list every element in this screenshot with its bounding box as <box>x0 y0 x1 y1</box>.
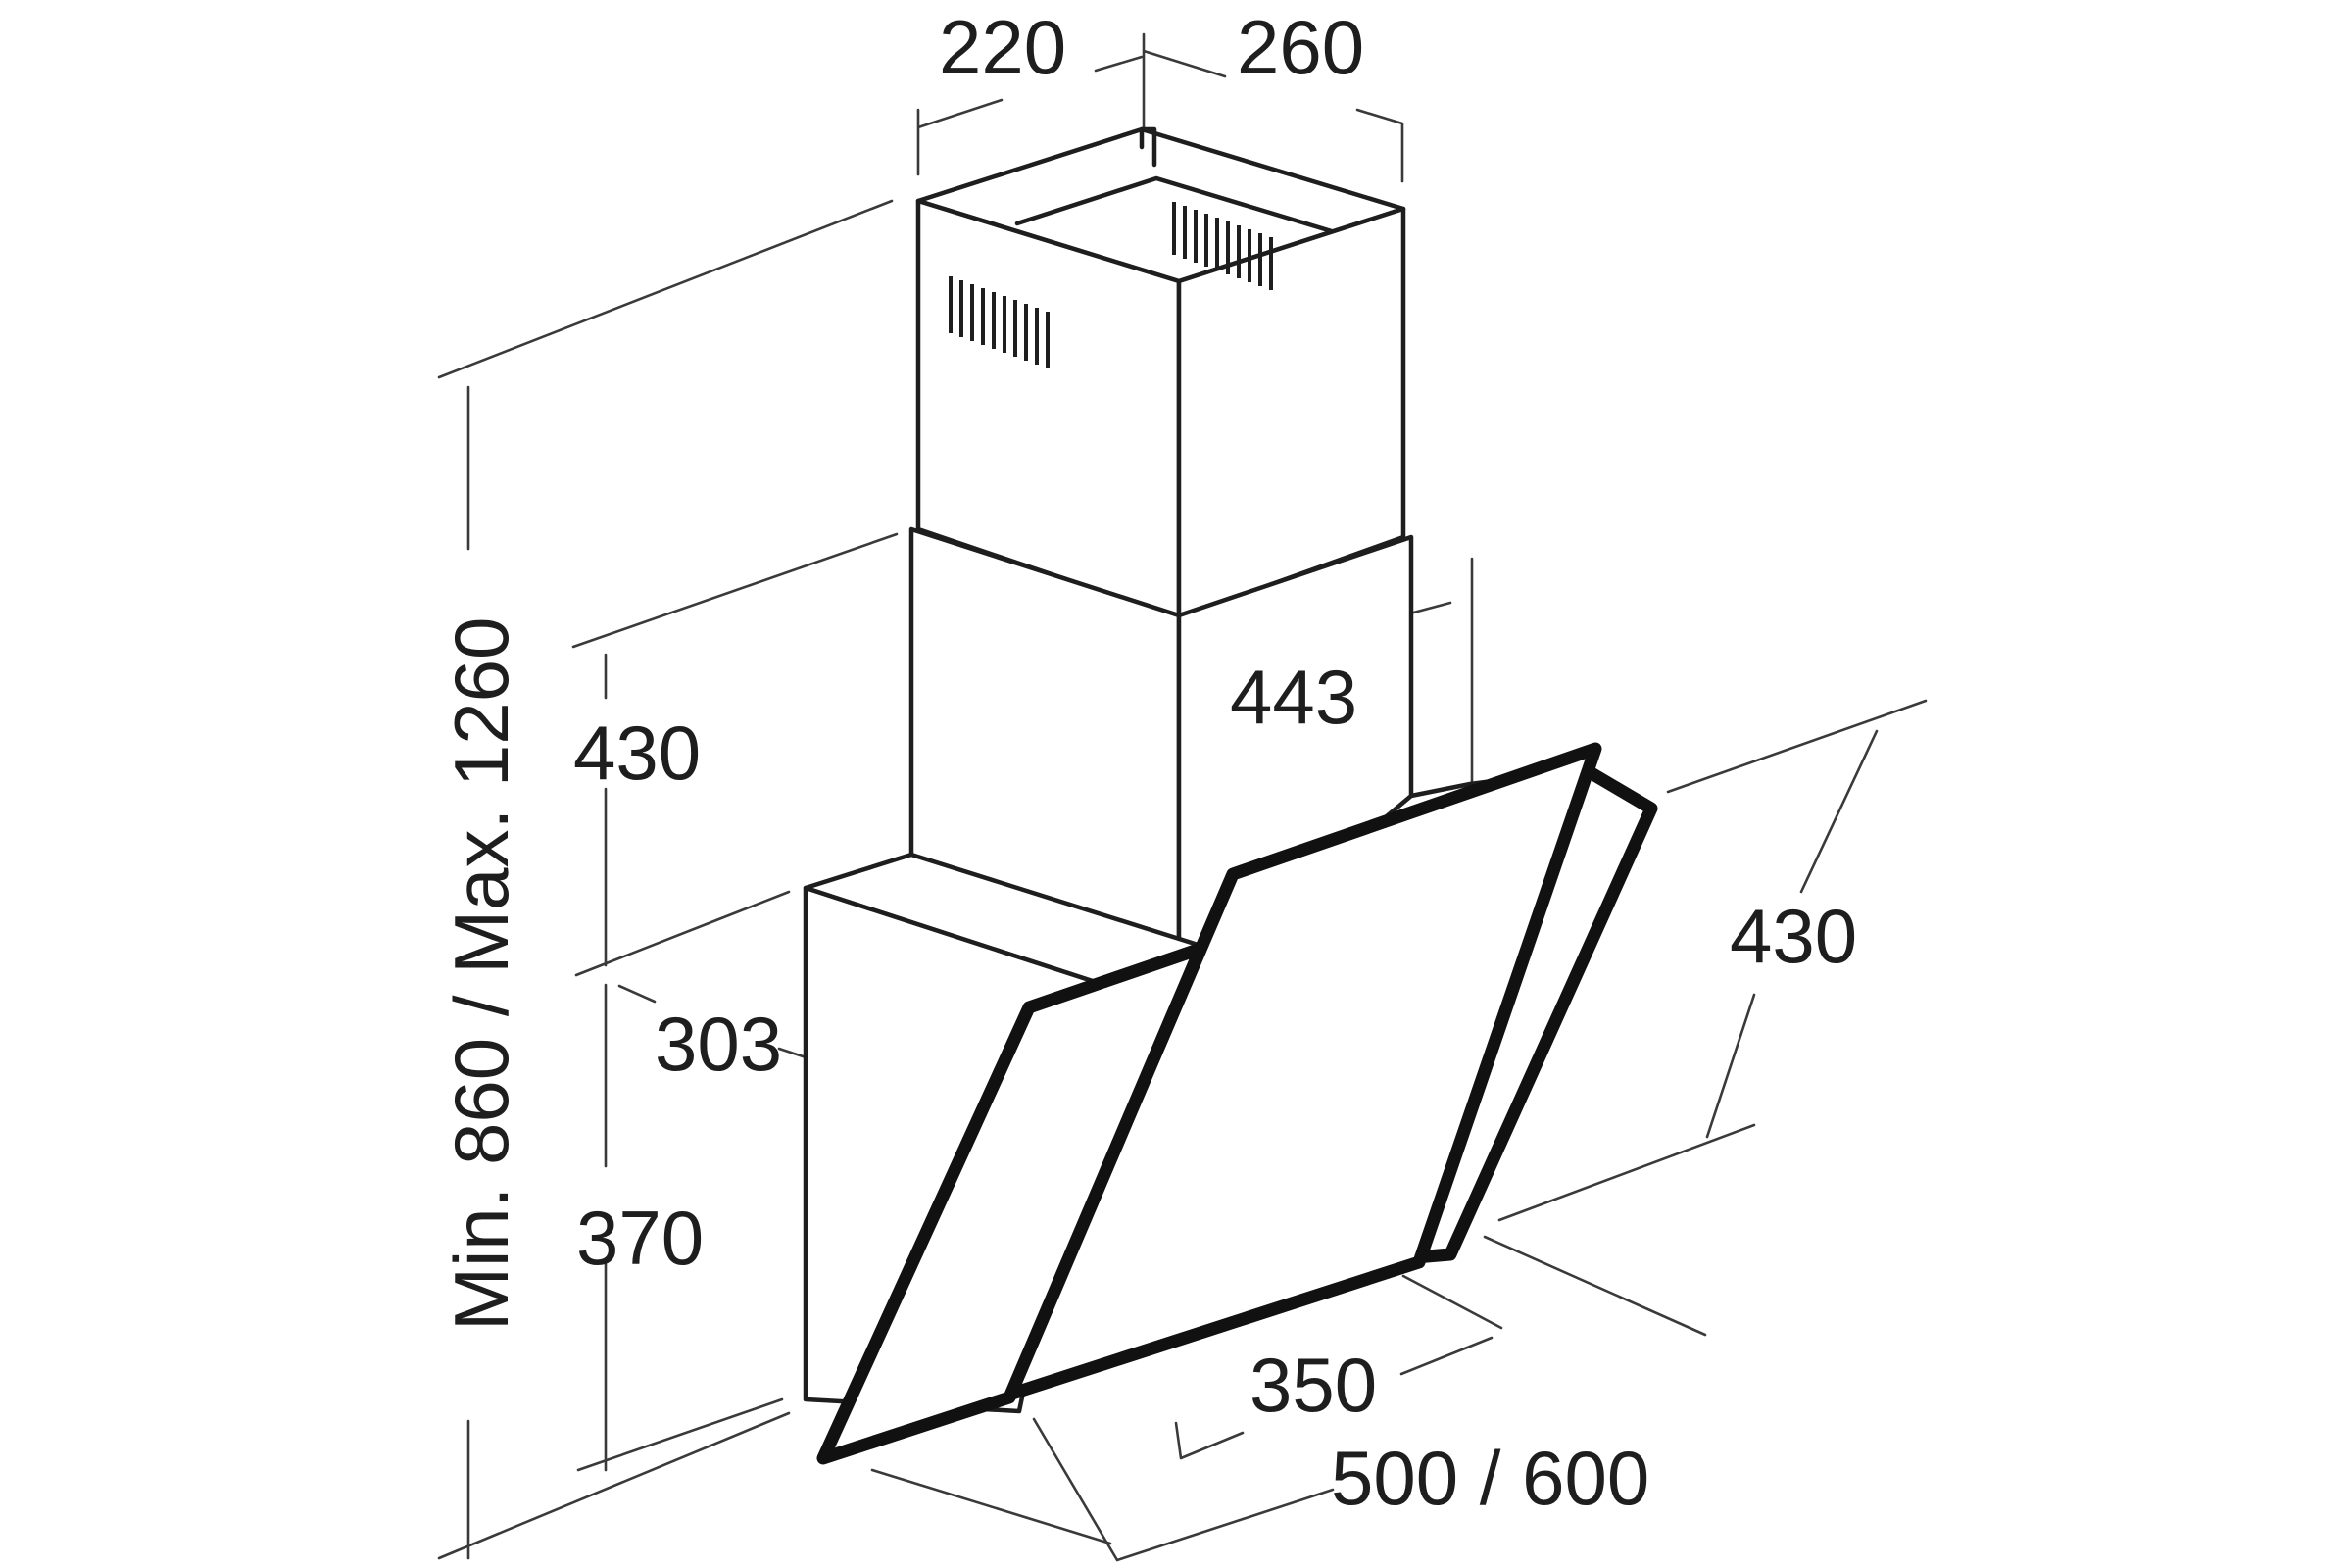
dim-line-350 <box>1174 1274 1503 1460</box>
chimney-upper <box>915 126 1406 620</box>
label-chimney-width: 220 <box>939 4 1066 90</box>
glass-panels <box>816 742 1658 1465</box>
label-chimney-height: 430 <box>573 710 701 796</box>
chimney-top-opening-left <box>1139 126 1157 168</box>
dim-line-total-height <box>437 199 894 1560</box>
label-chimney-depth: 260 <box>1237 4 1364 90</box>
label-inner-width: 350 <box>1250 1342 1377 1428</box>
label-body-height: 370 <box>576 1195 704 1281</box>
dim-line-370 <box>576 983 784 1472</box>
glass-panel-front <box>816 942 1207 1465</box>
vent-slots-right <box>1172 202 1273 290</box>
label-chimney-to-front: 443 <box>1230 654 1357 740</box>
chimney-upper-right-face <box>1176 206 1406 620</box>
dimension-labels: 220 260 430 443 Min. 860 / Max. 1260 303… <box>438 4 1857 1521</box>
dim-line-220 <box>916 55 1144 176</box>
chimney-top-opening <box>1014 175 1348 238</box>
dim-line-bottom-diagonal <box>437 1411 791 1560</box>
label-total-height: Min. 860 / Max. 1260 <box>438 617 524 1331</box>
label-glass-height: 430 <box>1730 893 1857 979</box>
label-total-width: 500 / 600 <box>1331 1435 1649 1521</box>
label-body-depth: 303 <box>655 1001 782 1087</box>
dim-line-500-600-lower <box>870 1468 1112 1545</box>
dim-line-500-600 <box>1032 1235 1707 1562</box>
dim-line-430-right <box>1497 699 1928 1222</box>
dim-line-260 <box>1142 32 1404 183</box>
dim-line-430-left <box>571 532 899 977</box>
vent-slots-left <box>949 276 1050 368</box>
